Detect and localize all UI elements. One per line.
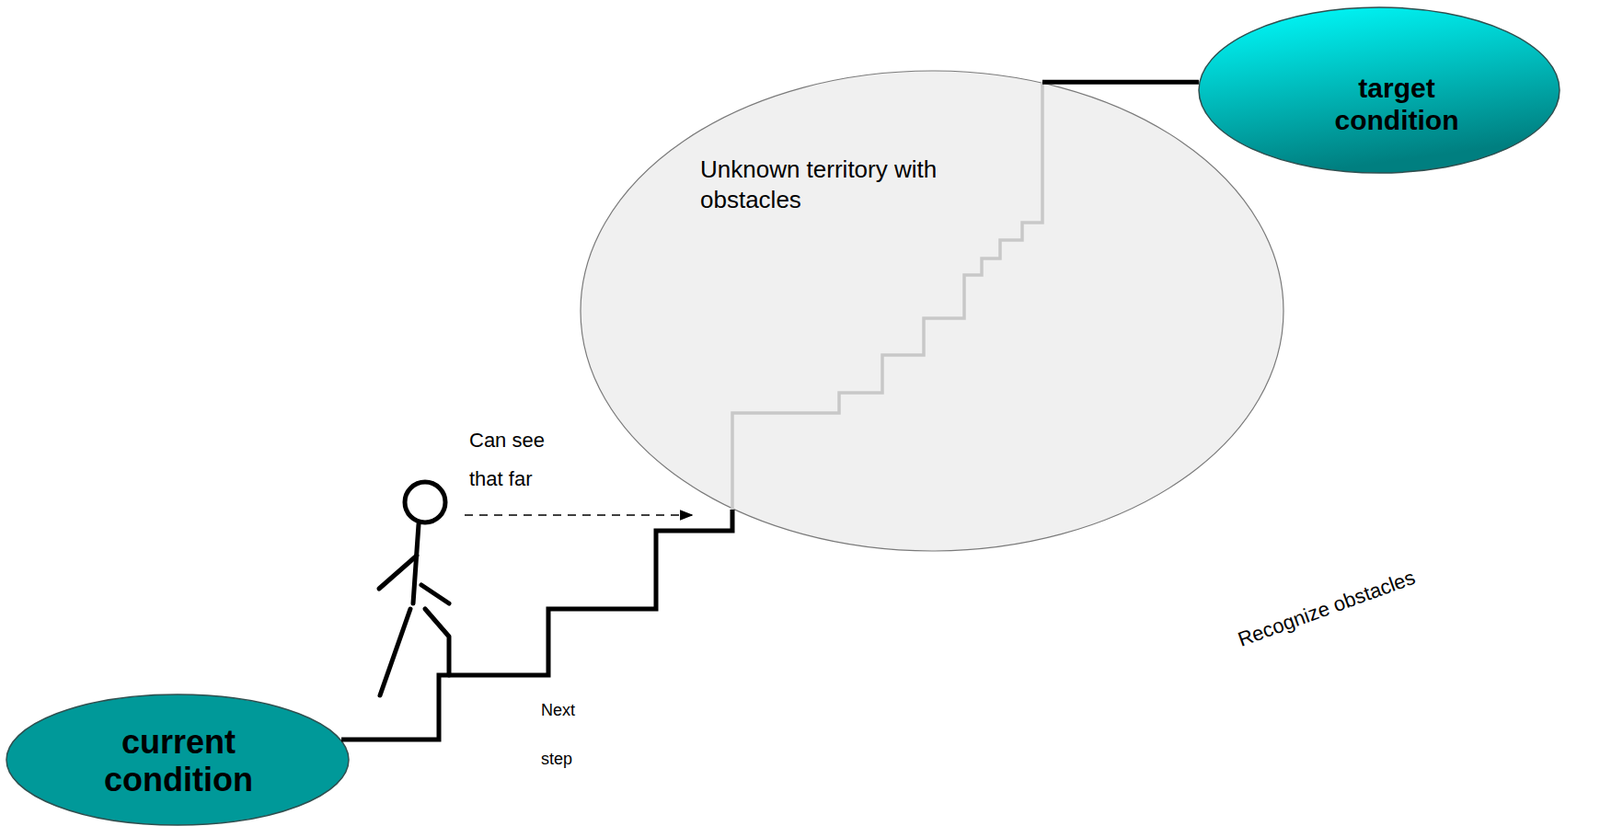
step-path: [341, 509, 733, 740]
current-condition-ellipse: current condition: [5, 693, 350, 826]
unknown-territory-ellipse: Unknown territory with obstacles: [579, 69, 1285, 553]
sight-arrow: [464, 514, 692, 517]
stick-figure: [379, 482, 449, 696]
ellipse-outline: [579, 69, 1285, 553]
figure-leg: [379, 609, 411, 696]
figure-body: [413, 524, 419, 604]
figure-head: [404, 482, 446, 523]
step-note: Next step: [541, 686, 588, 784]
target-condition-ellipse: target condition: [1197, 6, 1561, 174]
ellipse-shape: [580, 70, 1284, 552]
node-text: Unknown territory with obstacles: [700, 154, 1032, 215]
node-text: target condition: [1314, 72, 1479, 137]
sight-note: Can see that far: [469, 421, 562, 499]
unknown-path-steps: [732, 81, 1043, 510]
ellipse-shape: [6, 694, 349, 826]
figure-arm: [421, 585, 449, 604]
obstacle-note: Recognize obstacles: [1234, 565, 1419, 653]
step-path: [1042, 80, 1199, 85]
ellipse-shape: [1198, 7, 1560, 173]
node-text: current condition: [92, 723, 265, 800]
figure-arm: [379, 555, 417, 589]
figure-leg: [425, 609, 449, 676]
